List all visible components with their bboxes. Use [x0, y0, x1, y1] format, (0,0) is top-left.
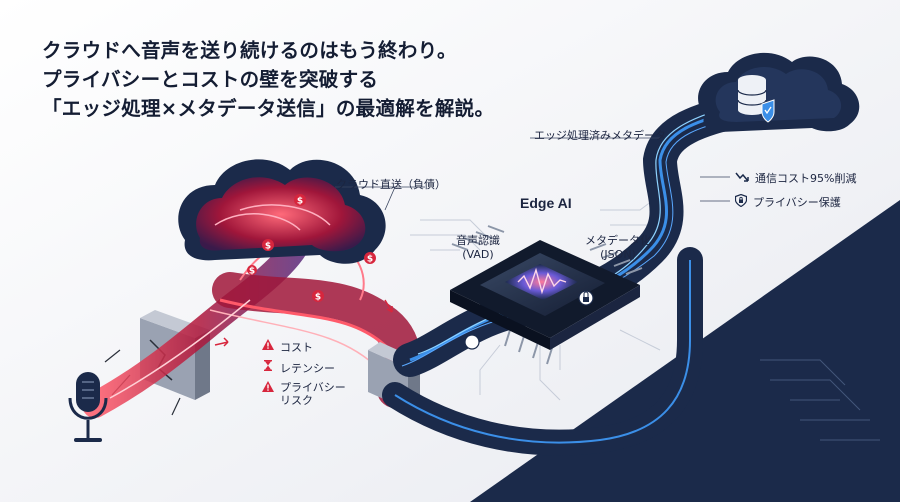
speech-recognition-text: 音声認識 [456, 234, 500, 247]
circuit-traces-dark [760, 359, 880, 441]
risk-item-cost: コスト [262, 339, 313, 355]
warning-icon [262, 339, 274, 350]
label-speech-recognition: 音声認識 (VAD) [450, 232, 506, 261]
edge-ai-chip [450, 225, 643, 365]
json-text: (JSON) [600, 248, 636, 261]
risk-label: プライバシー リスク [280, 381, 346, 407]
label-cloud-direct: クラウド直送（負債） [336, 178, 446, 191]
risk-item-privacy: プライバシー リスク [262, 381, 346, 407]
svg-text:$: $ [315, 293, 321, 303]
benefit-label: プライバシー保護 [753, 196, 841, 209]
circuit-traces [410, 194, 661, 401]
metadata-conversion-text: メタデータ化 [585, 234, 651, 247]
warning-icon [262, 381, 274, 392]
headline: クラウドへ音声を送り続けるのはもう終わり。 プライバシーとコストの壁を突破する … [42, 36, 494, 123]
benefit-item-privacy: プライバシー保護 [734, 193, 841, 210]
vad-text: (VAD) [462, 248, 494, 261]
label-metadata-conversion: メタデータ化 (JSON) [578, 232, 658, 261]
shield-lock-icon [734, 193, 748, 210]
svg-text:$: $ [367, 255, 373, 265]
svg-text:$: $ [249, 267, 255, 277]
trend-down-icon [735, 171, 749, 186]
leader-lines [335, 137, 730, 211]
svg-text:$: $ [265, 242, 271, 252]
red-arrows [214, 299, 393, 347]
risk-item-latency: レテンシー [262, 360, 335, 376]
dollar-icons: $ $ $ $ $ [247, 194, 376, 303]
headline-line-3: 「エッジ処理×メタデータ送信」の最適解を解説。 [42, 97, 495, 120]
label-edge-metadata: エッジ処理済みメタデータ [534, 129, 666, 142]
benefit-item-cost: 通信コスト95%削減 [735, 170, 856, 186]
risk-label: コスト [280, 341, 313, 354]
cloud-database [698, 52, 860, 132]
cloud-red [178, 159, 386, 264]
headline-line-2: プライバシーとコストの壁を突破する [42, 68, 379, 91]
risk-label: レテンシー [280, 362, 335, 375]
microphone-icon [68, 372, 108, 442]
benefit-label: 通信コスト95%削減 [755, 172, 857, 185]
edge-path [382, 93, 757, 456]
headline-line-1: クラウドへ音声を送り続けるのはもう終わり。 [42, 39, 457, 62]
hourglass-icon [262, 360, 274, 371]
svg-text:$: $ [297, 197, 303, 207]
label-edge-ai: Edge AI [520, 195, 572, 211]
